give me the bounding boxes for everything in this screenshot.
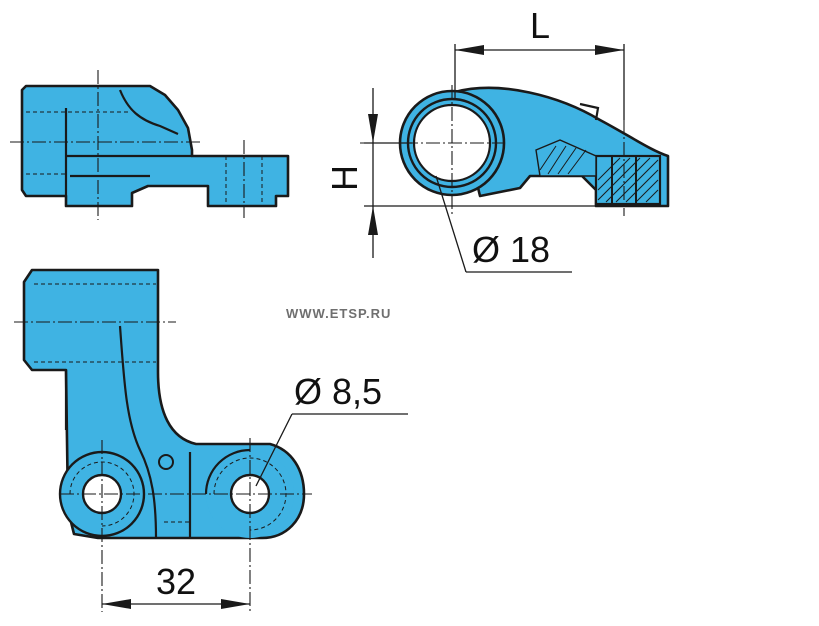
bore-diameter-label: Ø 18 (472, 229, 550, 270)
oil-hole (158, 454, 174, 470)
bore-diameter-leader (435, 175, 572, 273)
dimension-l (454, 44, 625, 120)
left-boss-hidden (69, 461, 135, 527)
dimension-l-label: L (530, 5, 550, 46)
right-boss-edge (204, 448, 251, 495)
side-view-body (20, 84, 290, 208)
hole-diameter-label: Ø 8,5 (294, 371, 382, 412)
watermark: WWW.ETSP.RU (286, 306, 391, 321)
right-boss-hidden (213, 457, 287, 531)
front-view-web-hatching (539, 145, 587, 175)
hole-diameter-leader (255, 413, 408, 487)
side-view (10, 70, 290, 220)
front-view (360, 85, 670, 216)
hole-spacing-label: 32 (156, 561, 196, 602)
front-view-lip (579, 102, 600, 121)
dimension-h (364, 88, 596, 258)
plan-view-arm-edge (118, 325, 158, 539)
dimension-h-label: H (324, 165, 365, 191)
dimension-32 (102, 599, 250, 609)
plan-view (14, 268, 312, 612)
side-view-fillet (118, 89, 179, 136)
front-view-web (535, 139, 597, 177)
